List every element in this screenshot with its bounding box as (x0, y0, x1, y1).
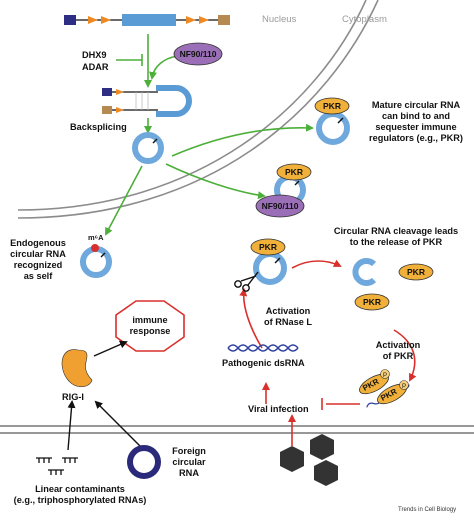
foreign-circrna-label: Foreign circular RNA (172, 446, 206, 478)
pkr-label-3: PKR (259, 242, 277, 252)
free-pkr: PKR (354, 293, 390, 311)
arrow-dsrna-to-rnasel (239, 288, 263, 349)
rigi-label: RIG-I (62, 392, 84, 402)
adar-label: ADAR (82, 62, 109, 72)
circrna-pkr-bound: PKR (314, 97, 350, 145)
arrow-to-pkr-bound (171, 123, 314, 157)
arrow-nf90 (149, 55, 179, 80)
phospho-label-1: P (383, 373, 387, 379)
arrow-rigi-immune (93, 340, 128, 357)
pkr-label-2: PKR (285, 167, 303, 177)
dsrna-helix (227, 344, 299, 352)
cleavage-label: Circular RNA cleavage leads to the relea… (333, 226, 459, 247)
foreign-circrna-ring (127, 445, 161, 479)
circrna-nucleus (132, 132, 164, 164)
rigi-shape (61, 349, 93, 388)
activation-pkr-label: Activation of PKR (375, 340, 421, 361)
dhx9-label: DHX9 (82, 50, 107, 60)
pkr-label-5: PKR (363, 297, 381, 307)
nuclear-envelope-outer (17, 0, 379, 219)
cytoplasm-label: Cytoplasm (342, 14, 387, 25)
arrow-to-endogenous (105, 165, 143, 236)
viral-infection-label: Viral infection (248, 404, 309, 414)
cleaved-circrna (352, 258, 377, 286)
virus-particles (280, 434, 338, 486)
released-pkr: PKR (398, 263, 434, 281)
immune-response-label: immune response (129, 315, 171, 336)
m6a-label: m⁶A (88, 233, 104, 242)
arrow-foreign-to-rigi (94, 400, 141, 447)
nuclear-envelope-inner (17, 0, 367, 211)
pkr-label-1: PKR (323, 101, 341, 111)
mature-circrna-label: Mature circular RNA can bind to and sequ… (369, 100, 463, 143)
arrow-release-to-activation (393, 329, 417, 382)
endogenous-label: Endogenous circular RNA recognized as se… (10, 238, 66, 281)
arrow-linear-to-rigi (67, 400, 76, 451)
arrow-to-nf90-bound (165, 163, 266, 200)
credit-label: Trends in Cell Biology (398, 507, 457, 513)
hairpin-intermediate (102, 85, 192, 117)
circrna-pkr-nf90-bound: PKR NF90/110 (255, 163, 312, 218)
circrna-pkr-cleavage: PKR (250, 238, 287, 285)
nucleus-label: Nucleus (262, 14, 297, 25)
nf90-bottom-label: NF90/110 (262, 201, 299, 211)
nf90-top-label: NF90/110 (180, 49, 217, 59)
circrna-endogenous (80, 244, 112, 278)
linear-contaminants (36, 457, 78, 475)
immune-response-octagon (115, 300, 185, 352)
m6a-mark (91, 244, 99, 252)
phospho-label-2: P (402, 384, 406, 390)
activation-rnasel-label: Activation of RNase L (264, 306, 312, 327)
pkr-label-4: PKR (407, 267, 425, 277)
nf90-top: NF90/110 (173, 42, 223, 66)
pathogenic-dsrna-label: Pathogenic dsRNA (222, 358, 305, 368)
pre-mrna (64, 14, 230, 26)
arrow-rnasel-to-cleavage (291, 259, 342, 269)
linear-contaminants-label: Linear contaminants (e.g., triphosphoryl… (13, 484, 147, 505)
plasma-membrane (0, 425, 474, 434)
activated-pkr-dimer: PKR PKR P P (359, 369, 410, 408)
inhibit-viral-infection (321, 398, 360, 410)
scissors-icon (234, 271, 259, 292)
backsplicing-label: Backsplicing (70, 122, 127, 132)
